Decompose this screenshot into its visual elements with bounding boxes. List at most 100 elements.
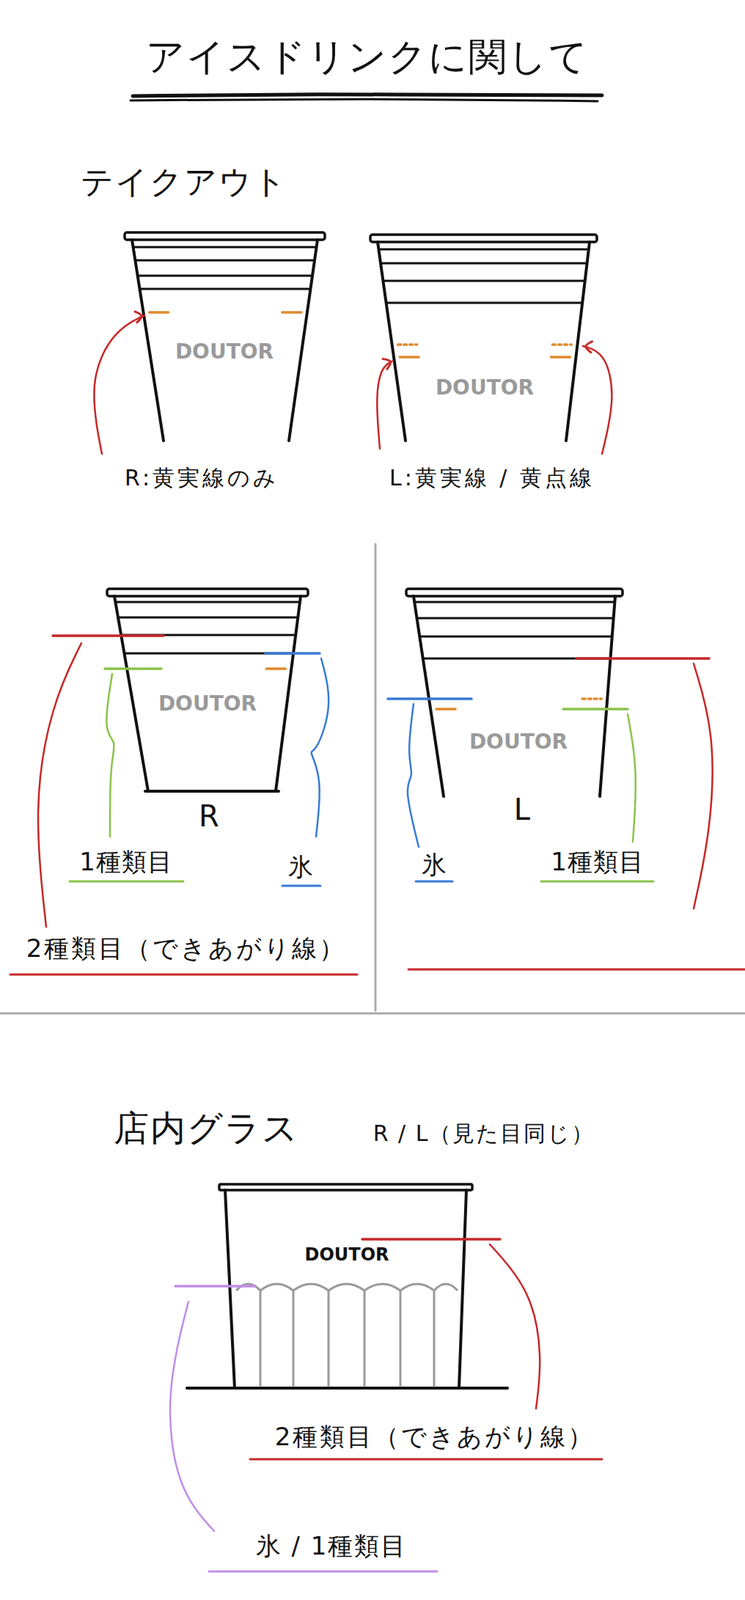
cup-ridge	[119, 616, 297, 619]
glass-ridge	[433, 1290, 436, 1386]
level-label: 2種類目（できあがり線）	[26, 934, 347, 963]
cup-side	[377, 241, 406, 441]
glass-ridge	[363, 1290, 366, 1386]
leader-arrow	[376, 360, 394, 449]
cup-side	[566, 241, 590, 441]
dotted-fill-mark	[552, 343, 572, 347]
note-text: L:黄実線 / 黄点線	[389, 465, 595, 490]
glass-ridge	[327, 1290, 330, 1386]
size-label: R	[198, 799, 220, 833]
arrow-head	[382, 358, 391, 369]
level-label: 氷 / 1種類目	[255, 1532, 408, 1560]
arrow-head	[134, 311, 142, 323]
finish-line	[576, 657, 710, 660]
glass-ridge	[292, 1290, 295, 1386]
glass-ridge	[399, 1290, 402, 1386]
leader-line	[38, 643, 82, 927]
cup-ridge	[136, 259, 314, 262]
cup-side	[288, 239, 318, 441]
dotted-fill-mark	[398, 343, 418, 347]
note-text: R:黄実線のみ	[124, 465, 279, 490]
title-underline	[130, 98, 598, 102]
label-underline	[541, 880, 654, 883]
leader-arrow	[582, 346, 612, 454]
label-underline	[408, 968, 745, 971]
glass-ridge	[259, 1290, 262, 1386]
glass-side	[225, 1190, 235, 1389]
glass-side	[459, 1190, 467, 1389]
leader-line	[693, 663, 713, 909]
cup-ridge	[379, 248, 587, 251]
cup-ridge	[384, 280, 583, 283]
label-underline	[415, 880, 453, 883]
label-underline	[10, 973, 358, 976]
leader-line	[106, 673, 114, 837]
label-underline	[282, 885, 321, 888]
glass-ridge	[293, 1283, 329, 1291]
page-title: アイスドリンクに関して	[145, 35, 589, 78]
first-level-line	[563, 707, 628, 711]
logo-text: DOUTOR	[158, 692, 257, 716]
label-underline	[69, 880, 184, 883]
level-label: 1種類目	[550, 848, 645, 876]
cup-rim	[406, 588, 623, 597]
glass-ridge	[328, 1283, 365, 1291]
solid-fill-mark	[266, 667, 286, 671]
label-underline	[250, 1458, 603, 1461]
cup-rim	[107, 588, 308, 597]
level-label: 氷	[421, 851, 447, 879]
section-heading: テイクアウト	[80, 164, 288, 200]
glass-ridge	[260, 1283, 294, 1291]
cup-ridge	[420, 635, 611, 638]
size-label: L	[514, 793, 531, 826]
level-label: 1種類目	[79, 848, 174, 876]
dotted-fill-mark	[582, 697, 602, 701]
cup-side	[131, 239, 164, 441]
solid-fill-mark	[436, 707, 456, 711]
title-underline	[132, 94, 603, 97]
cup-rim	[370, 234, 597, 242]
note-text: R / L（見た目同じ）	[373, 1121, 596, 1146]
leader-line	[489, 1244, 540, 1409]
glass-ridge	[434, 1283, 458, 1291]
logo-text: DOUTOR	[175, 340, 274, 364]
section-heading: 店内グラス	[113, 1108, 300, 1148]
cup-side	[413, 596, 444, 797]
cup-ridge	[116, 601, 299, 604]
cup-ridge	[387, 302, 582, 305]
cup-ridge	[415, 601, 614, 604]
solid-fill-mark	[149, 310, 169, 314]
solid-fill-mark	[550, 355, 570, 359]
finish-line	[52, 634, 164, 638]
solid-fill-mark	[399, 355, 419, 359]
logo-text: DOUTOR	[435, 376, 534, 400]
level-label: 氷	[288, 853, 314, 881]
ice-level-line	[175, 1284, 256, 1288]
level-label: 2種類目（できあがり線）	[274, 1423, 596, 1451]
cup-rim	[124, 232, 325, 240]
finish-line	[362, 1237, 501, 1241]
logo-text: DOUTOR	[304, 1245, 389, 1265]
cup-bottom	[145, 789, 279, 793]
cup-ridge	[418, 617, 613, 620]
leader-arrow	[93, 315, 145, 454]
cup-ridge	[382, 262, 586, 265]
leader-line	[627, 714, 636, 842]
logo-text: DOUTOR	[469, 731, 568, 754]
glass-ridge	[400, 1283, 435, 1291]
glass-rim	[219, 1184, 473, 1191]
cup-ridge	[134, 246, 316, 249]
ice-level-line	[387, 697, 472, 701]
leader-line	[311, 658, 330, 837]
label-underline	[208, 1570, 438, 1573]
cup-side	[114, 596, 149, 792]
cup-ridge	[141, 288, 310, 291]
first-level-line	[104, 667, 162, 671]
cup-side	[599, 596, 616, 797]
cup-side	[275, 596, 301, 792]
table-line	[186, 1386, 508, 1390]
arrow-head	[585, 341, 593, 353]
solid-fill-mark	[282, 310, 302, 314]
